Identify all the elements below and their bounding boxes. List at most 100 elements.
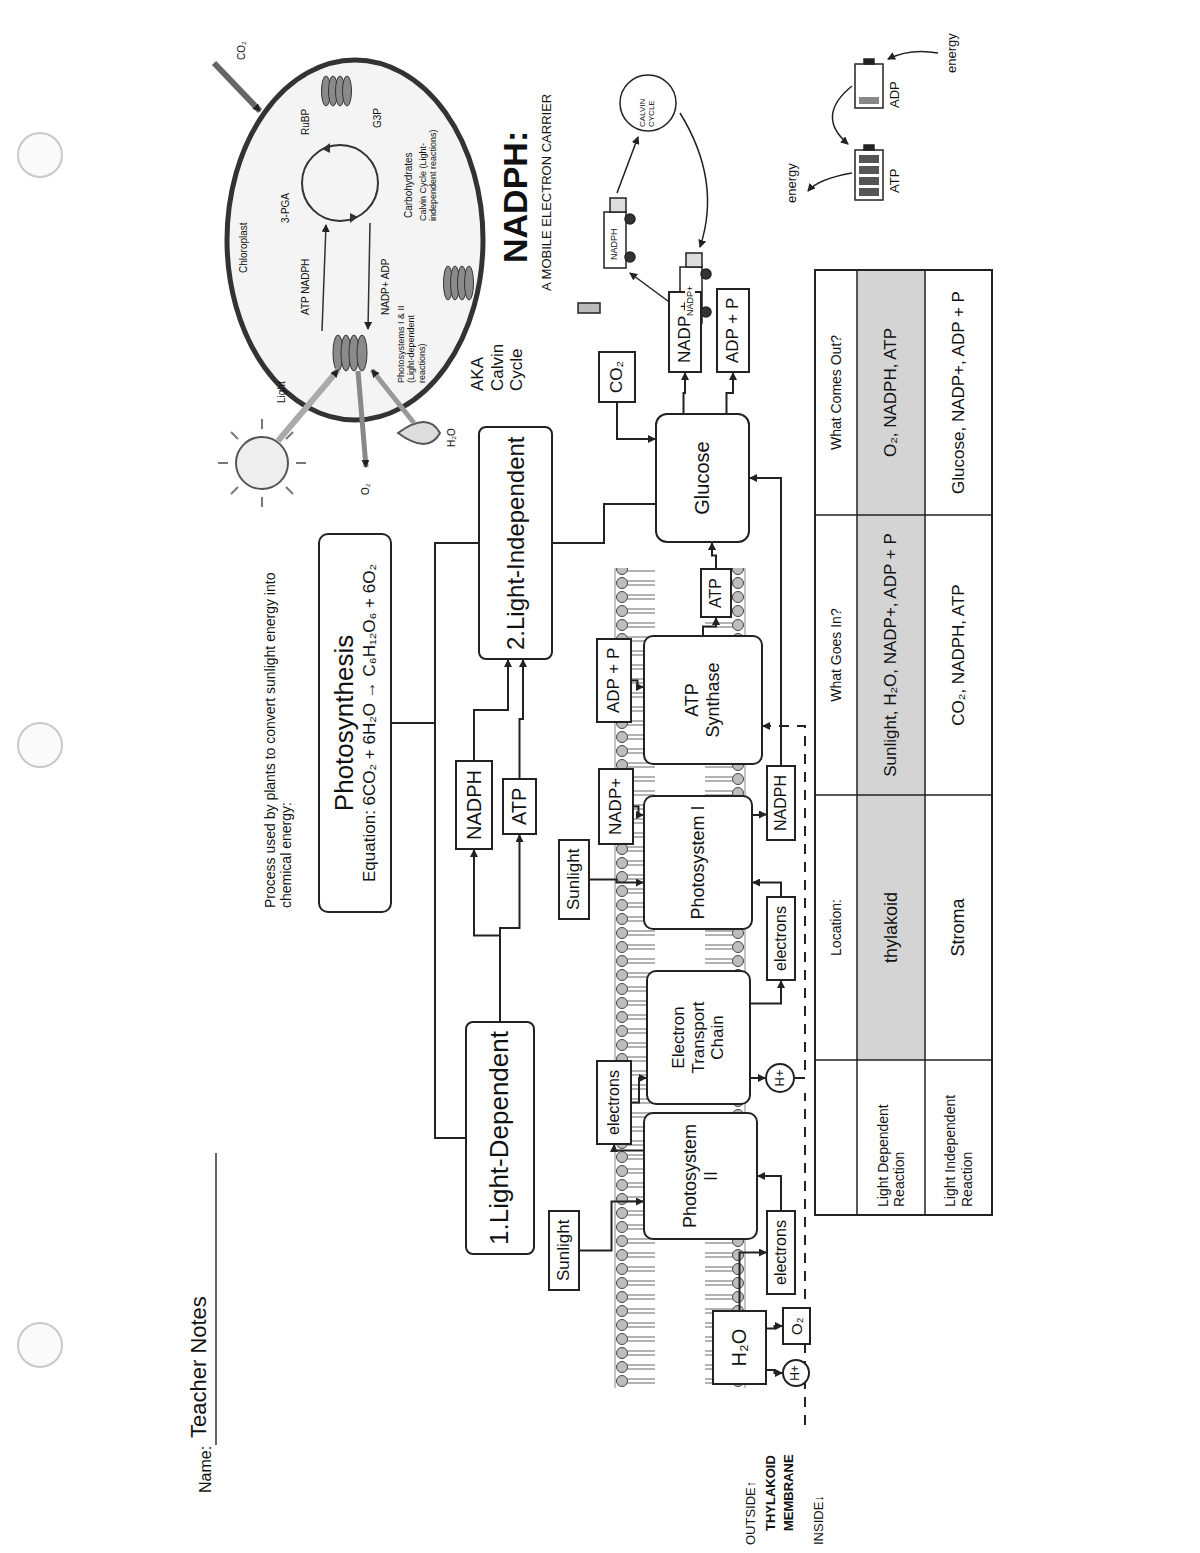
illustration-label: O₂	[360, 483, 372, 495]
output-box: NADPH	[766, 765, 796, 841]
electron-box: electrons	[766, 1210, 796, 1295]
illustration-label: Chloroplast	[238, 222, 250, 273]
product-box: Glucose	[655, 413, 750, 543]
flow-connector	[474, 660, 508, 760]
flow-connector	[520, 660, 524, 778]
node-text: Sunlight	[554, 1220, 574, 1281]
flow-connector	[553, 504, 655, 543]
flow-connector	[767, 1370, 782, 1373]
node-text: Photosynthesis	[330, 635, 360, 811]
table-header: What Comes Out?	[815, 270, 857, 515]
node-text: CO₂	[607, 361, 627, 393]
flow-connector	[753, 814, 766, 817]
photosystem-box: Photosystem II	[643, 1112, 758, 1240]
summary-table-grid	[815, 270, 992, 1215]
side-label: THYLAKOID	[764, 1455, 779, 1531]
table-cell: thylakoid	[857, 795, 925, 1060]
illustration-label: RuBP	[300, 109, 312, 135]
input-box: NADP+	[598, 768, 634, 845]
flow-connector	[617, 403, 655, 439]
table-row-header: Light Dependent Reaction	[857, 1060, 925, 1215]
definition-text: Process used by plants to convert sunlig…	[262, 548, 294, 908]
side-label: INSIDE↓	[812, 1495, 827, 1545]
node-text: H₂O	[728, 1329, 751, 1367]
product-box: NADPH	[455, 760, 493, 850]
side-label: OUTSIDE↑	[744, 1481, 759, 1545]
node-text: O₂	[788, 1318, 805, 1336]
node-text: ADP + P	[723, 298, 743, 363]
field-label: Name:	[197, 1446, 215, 1493]
handwritten-name: Teacher Notes	[186, 1296, 211, 1438]
atp-adp-cycle	[808, 51, 938, 200]
output-box: O₂	[782, 1308, 811, 1346]
node-text: Photosystem I	[688, 805, 709, 919]
flow-connector	[763, 726, 805, 1078]
heading-text: NADPH:	[496, 131, 535, 263]
flow-connector	[751, 1077, 765, 1079]
side-label: MEMBRANE	[782, 1454, 797, 1531]
flow-connector	[740, 1253, 767, 1311]
energy-label: energy	[785, 163, 800, 203]
node-text: Glucose	[691, 441, 714, 514]
input-box: H₂O	[712, 1310, 767, 1385]
illustration-label: 3-PGA	[280, 193, 292, 223]
flow-connector	[753, 883, 781, 897]
flow-connector	[474, 850, 500, 1021]
node-text: Electron Transport Chain	[669, 980, 728, 1095]
illustration-label: Calvin Cycle (Light-independent reaction…	[418, 126, 439, 221]
node-text: 1.Light-Dependent	[485, 1031, 515, 1245]
product-box: ATP	[502, 778, 537, 835]
flow-connector	[703, 618, 716, 635]
node-text: NADPH	[772, 775, 790, 831]
input-box: Sunlight	[548, 1210, 580, 1291]
table-header: Location:	[815, 795, 857, 1060]
flow-connector	[500, 835, 520, 1021]
flow-connector	[590, 880, 643, 883]
hole-punches	[18, 133, 62, 1367]
flow-connector	[632, 1078, 646, 1103]
illustration-label: ATP NADPH	[300, 259, 312, 315]
node-subtext: Equation: 6CO₂ + 6H₂O → C₆H₁₂O₆ + 6O₂	[360, 564, 380, 882]
truck-label: NADPH	[609, 227, 619, 261]
table-row-header: Light Independent Reaction	[925, 1060, 992, 1215]
flow-connector	[632, 681, 643, 688]
node-text: ATP	[508, 788, 531, 825]
transport-chain-box: Electron Transport Chain	[646, 970, 751, 1105]
flow-connector	[634, 807, 643, 816]
flow-connector	[727, 373, 734, 413]
input-box: CO₂	[598, 351, 636, 403]
flow-connector	[751, 981, 781, 1004]
illustration-label: NADP+ ADP	[380, 259, 392, 315]
node-text: NADP+	[606, 778, 626, 835]
table-header: What Goes In?	[815, 515, 857, 795]
flow-connector	[712, 543, 716, 568]
node-text: NADPH	[463, 770, 486, 840]
output-box: ATP	[700, 568, 732, 618]
stage-box: 2.Light-Independent	[478, 426, 553, 660]
table-cell: Stroma	[925, 795, 992, 1060]
truck-label: NADP+	[685, 285, 695, 317]
table-cell: O₂, NADPH, ATP	[857, 270, 925, 515]
table-cell: Sunlight, H₂O, NADP+, ADP + P	[857, 515, 925, 795]
flow-connector	[580, 1202, 643, 1251]
chloroplast-illustration	[214, 60, 483, 507]
illustration-label: G3P	[372, 108, 384, 128]
ion-circle: H+	[782, 1359, 810, 1387]
flow-connector	[758, 1176, 781, 1210]
node-text: H+	[789, 1365, 803, 1381]
cycle-label: CALVIN CYCLE	[638, 79, 656, 127]
battery-label: ATP	[888, 169, 903, 193]
name-underline	[216, 1153, 217, 1445]
nadph-carrier-cartoon	[578, 75, 711, 323]
node-text: Sunlight	[564, 849, 584, 910]
flow-connector	[614, 1145, 643, 1151]
enzyme-box: ATP Synthase	[643, 635, 763, 765]
node-text: H+	[773, 1070, 788, 1087]
electron-box: electrons	[596, 1060, 632, 1145]
subheading-text: A MOBILE ELECTRON CARRIER	[540, 94, 555, 291]
illustration-label: Carbohydrates	[403, 152, 415, 218]
illustration-label: Photosystems I & II (Light-dependent rea…	[396, 291, 427, 383]
node-text: electrons	[772, 1220, 790, 1285]
output-box: ADP + P	[716, 288, 750, 373]
battery-label: ADP	[888, 81, 903, 108]
